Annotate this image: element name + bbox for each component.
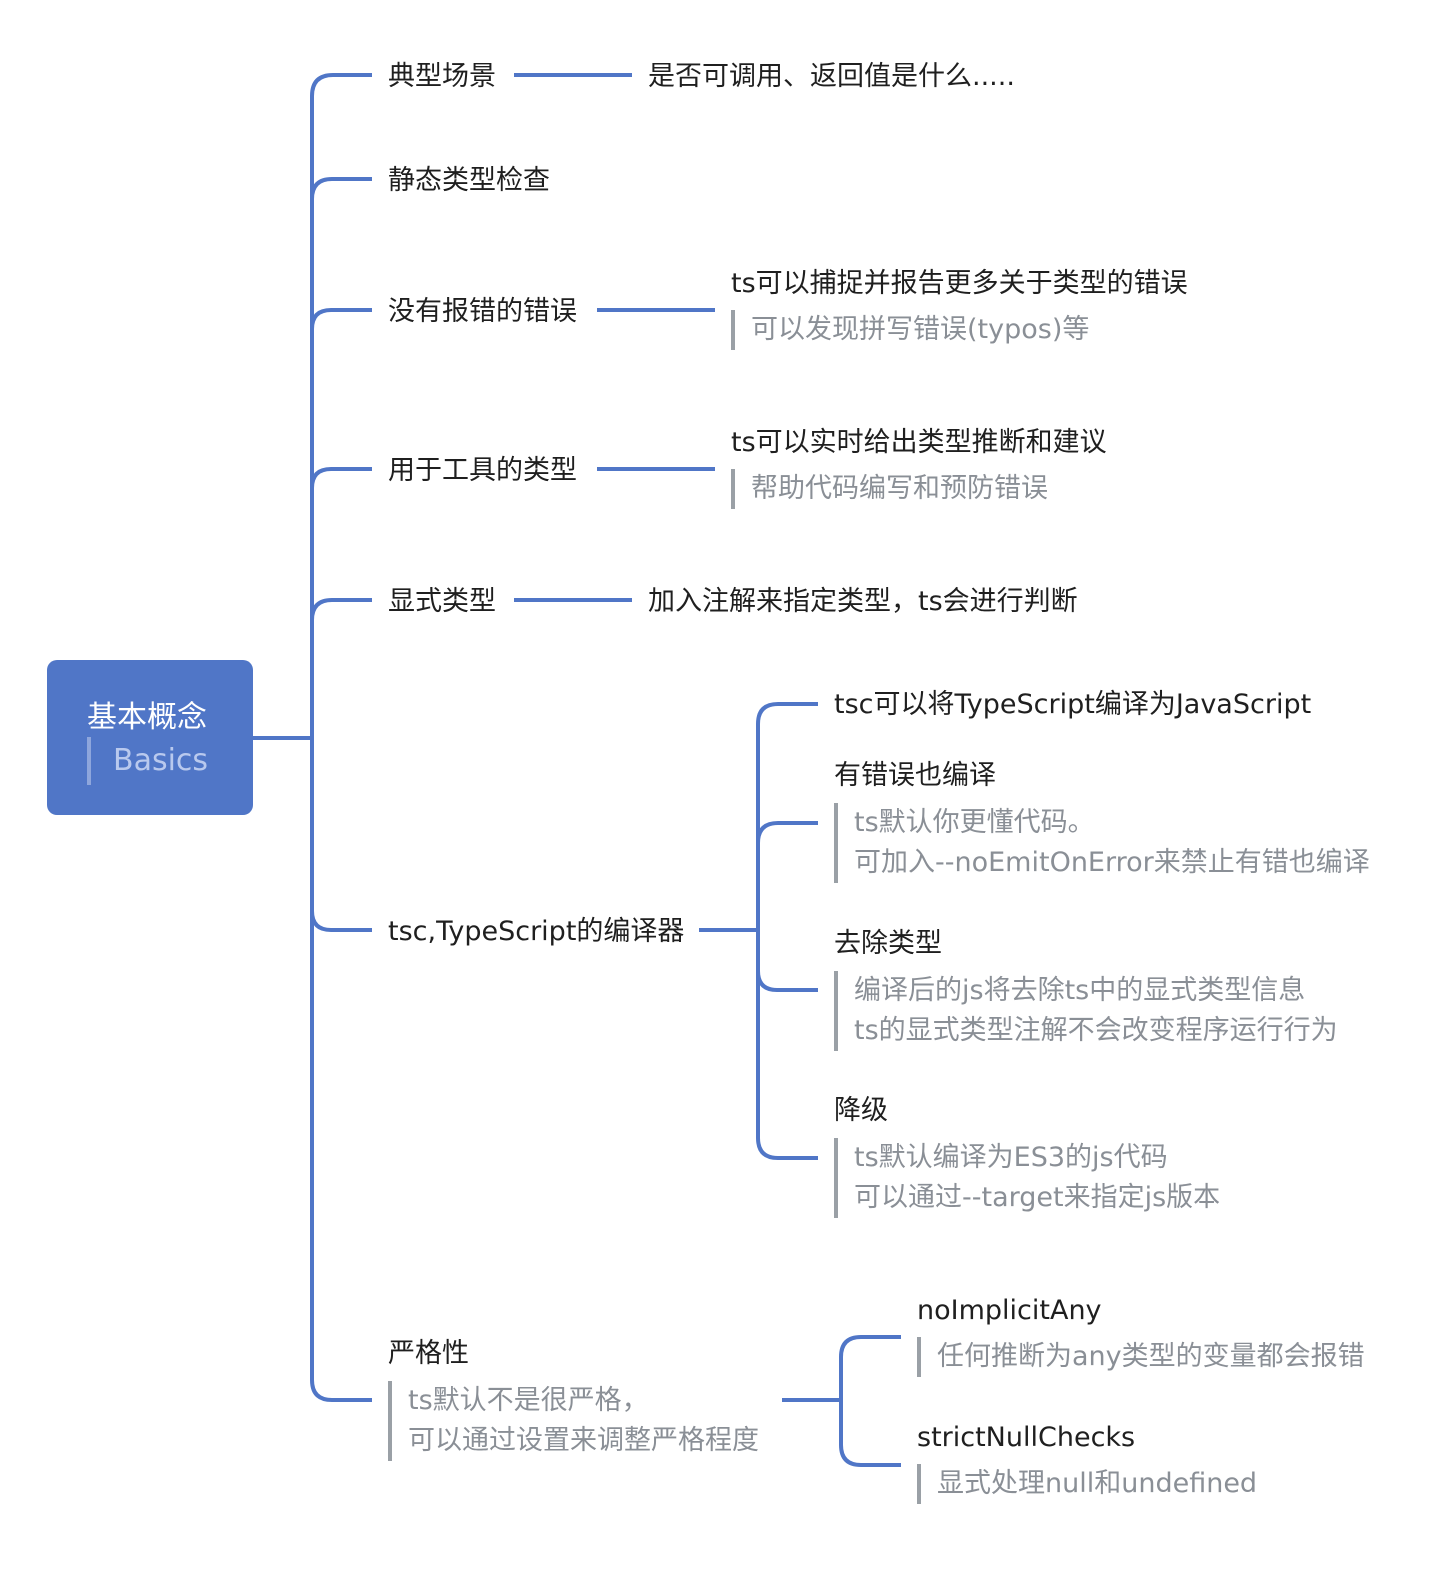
- link-tsc-c1: [756, 702, 818, 725]
- topic-tooling[interactable]: 用于工具的类型: [388, 455, 577, 486]
- note-line: 可加入--noEmitOnError来禁止有错也编译: [854, 847, 1370, 878]
- link-tooling: [310, 467, 372, 489]
- root-note: Basics: [87, 737, 208, 785]
- note-line: 显式处理null和undefined: [937, 1468, 1258, 1499]
- note-line: ts默认你更懂代码。: [854, 807, 1095, 838]
- topic-tsc-downlevel[interactable]: 降级: [834, 1095, 888, 1126]
- topic-tooling-child[interactable]: ts可以实时给出类型推断和建议: [731, 427, 1107, 458]
- link-static-check: [310, 177, 372, 200]
- topic-strict[interactable]: 严格性: [388, 1338, 469, 1369]
- link-tsc: [310, 910, 372, 932]
- link-strict-c1: [839, 1335, 901, 1358]
- root-note-text: Basics: [113, 743, 209, 778]
- note-line: ts的显式类型注解不会改变程序运行行为: [854, 1015, 1338, 1046]
- note-tsc-compile-on-error: ts默认你更懂代码。 可加入--noEmitOnError来禁止有错也编译: [834, 803, 1370, 883]
- topic-tsc-compile-on-error[interactable]: 有错误也编译: [834, 760, 996, 791]
- topic-scene-child[interactable]: 是否可调用、返回值是什么.....: [648, 61, 1015, 92]
- note-tooling: 帮助代码编写和预防错误: [731, 469, 1048, 509]
- note-line: 可以通过--target来指定js版本: [854, 1182, 1221, 1213]
- topic-tsc-erase-types[interactable]: 去除类型: [834, 928, 942, 959]
- topic-explicit-child[interactable]: 加入注解来指定类型，ts会进行判断: [648, 586, 1078, 617]
- note-no-implicit-any: 任何推断为any类型的变量都会报错: [917, 1337, 1365, 1377]
- topic-no-error-child[interactable]: ts可以捕捉并报告更多关于类型的错误: [731, 268, 1188, 299]
- link-no-error: [310, 308, 372, 330]
- note-line: 帮助代码编写和预防错误: [751, 473, 1048, 504]
- note-tsc-downlevel: ts默认编译为ES3的js代码 可以通过--target来指定js版本: [834, 1138, 1220, 1218]
- link-strict: [310, 1379, 372, 1402]
- topic-scene[interactable]: 典型场景: [388, 61, 496, 92]
- note-line: 可以发现拼写错误(typos)等: [751, 314, 1090, 345]
- note-strict: ts默认不是很严格， 可以通过设置来调整严格程度: [388, 1381, 759, 1461]
- link-tsc-c2: [756, 821, 818, 844]
- topic-no-error[interactable]: 没有报错的错误: [388, 296, 577, 327]
- topic-no-implicit-any[interactable]: noImplicitAny: [917, 1295, 1102, 1326]
- topic-tsc-compile[interactable]: tsc可以将TypeScript编译为JavaScript: [834, 689, 1312, 720]
- root-title: 基本概念: [87, 700, 207, 735]
- link-strict-c2: [839, 1444, 901, 1467]
- topic-tsc[interactable]: tsc,TypeScript的编译器: [388, 916, 685, 947]
- topic-static-check[interactable]: 静态类型检查: [388, 165, 550, 196]
- note-strict-null-checks: 显式处理null和undefined: [917, 1464, 1257, 1504]
- link-explicit: [310, 598, 372, 621]
- note-line: 任何推断为any类型的变量都会报错: [937, 1341, 1365, 1372]
- topic-strict-null-checks[interactable]: strictNullChecks: [917, 1422, 1136, 1453]
- note-tsc-erase-types: 编译后的js将去除ts中的显式类型信息 ts的显式类型注解不会改变程序运行行为: [834, 971, 1338, 1051]
- note-line: ts默认编译为ES3的js代码: [854, 1142, 1168, 1173]
- note-no-error: 可以发现拼写错误(typos)等: [731, 310, 1089, 350]
- topic-explicit[interactable]: 显式类型: [388, 586, 496, 617]
- note-line: 可以通过设置来调整严格程度: [408, 1425, 759, 1456]
- root-node[interactable]: 基本概念 Basics: [47, 660, 253, 815]
- note-line: ts默认不是很严格，: [408, 1385, 649, 1416]
- link-tsc-c4: [756, 1137, 818, 1160]
- link-tsc-c3: [756, 970, 818, 992]
- link-scene: [310, 73, 372, 97]
- note-line: 编译后的js将去除ts中的显式类型信息: [854, 975, 1306, 1006]
